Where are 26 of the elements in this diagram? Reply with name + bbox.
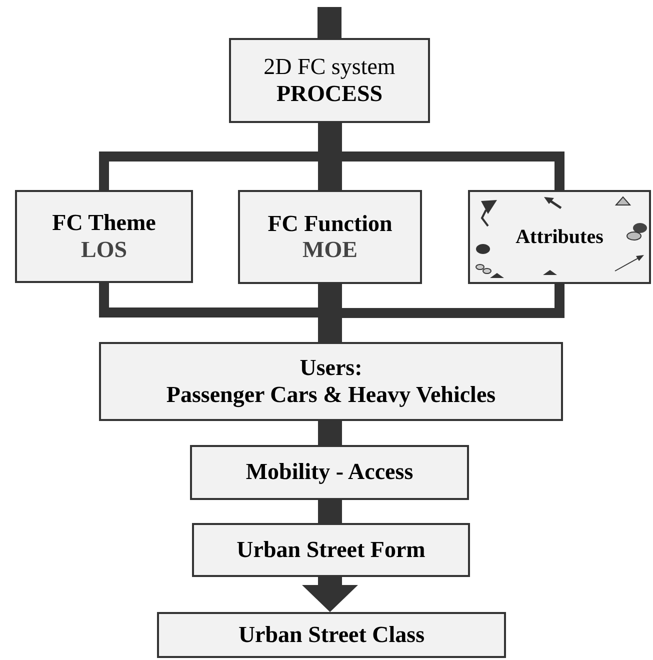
box-title: FC Function — [268, 210, 392, 237]
box-title: Urban Street Class — [238, 622, 425, 648]
process-box — [99, 342, 563, 421]
box-title: Mobility - Access — [246, 459, 414, 486]
connector-bar — [318, 7, 342, 38]
connector-bar — [318, 123, 342, 190]
process-box — [192, 523, 470, 577]
box-subtitle: LOS — [80, 236, 128, 263]
connector-bar — [318, 500, 342, 523]
process-box — [468, 190, 651, 284]
flow-arrow — [302, 577, 358, 612]
box-title: Attributes — [516, 226, 604, 248]
process-box — [229, 38, 430, 123]
process-box — [15, 190, 193, 283]
connector-bar — [318, 284, 342, 342]
process-box — [238, 190, 422, 284]
process-box — [190, 445, 469, 500]
box-subtitle: MOE — [302, 237, 358, 264]
process-box — [157, 612, 506, 658]
box-title: Users: — [300, 355, 362, 382]
box-title: Urban Street Form — [236, 536, 426, 564]
connector-bar — [318, 421, 342, 445]
box-subtitle: Passenger Cars & Heavy Vehicles — [166, 382, 496, 408]
box-title: 2D FC system — [264, 54, 396, 80]
box-title: FC Theme — [52, 210, 156, 236]
box-subtitle: PROCESS — [276, 80, 383, 107]
